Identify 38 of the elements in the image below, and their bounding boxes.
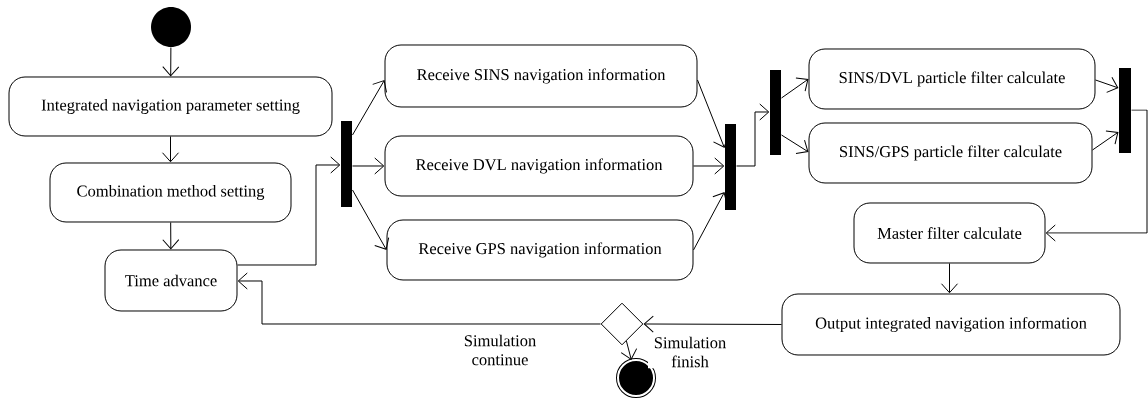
arrow [352, 189, 390, 250]
edge-label: Simulation continue [458, 333, 542, 367]
process-box: Integrated navigation parameter setting [8, 76, 333, 137]
decision-diamond [600, 302, 644, 346]
edge-label: Simulation finish [648, 335, 732, 369]
arrow [620, 340, 638, 360]
arrow [162, 222, 180, 250]
process-box: Receive GPS navigation information [386, 219, 694, 281]
process-box: Combination method setting [49, 162, 292, 223]
arrow [643, 315, 782, 333]
arrow [693, 192, 728, 251]
process-box: Output integrated navigation information [781, 293, 1121, 356]
sync-bar [725, 124, 736, 210]
arrow [162, 136, 179, 163]
process-box: Master filter calculate [853, 202, 1046, 264]
arrow [237, 272, 601, 325]
arrow [1045, 109, 1148, 242]
arrow [941, 263, 958, 294]
sync-bar [770, 70, 781, 155]
end-node [616, 358, 656, 398]
arrow [736, 103, 770, 167]
arrow [352, 157, 385, 175]
process-box: Receive SINS navigation information [384, 44, 698, 108]
arrow [237, 156, 341, 266]
arrow [352, 80, 387, 136]
arrow [162, 47, 180, 77]
arrow [693, 157, 725, 175]
sync-bar [341, 121, 352, 207]
sync-bar [1119, 68, 1131, 153]
arrow [781, 77, 809, 99]
process-box: Time advance [104, 249, 238, 312]
start-node [151, 7, 191, 47]
arrow [1095, 76, 1119, 93]
process-box: SINS/DVL particle filter calculate [808, 48, 1096, 110]
process-box: SINS/GPS particle filter calculate [808, 122, 1093, 184]
arrow [781, 134, 809, 155]
process-box: Receive DVL navigation information [384, 135, 694, 197]
arrow [1092, 130, 1119, 151]
